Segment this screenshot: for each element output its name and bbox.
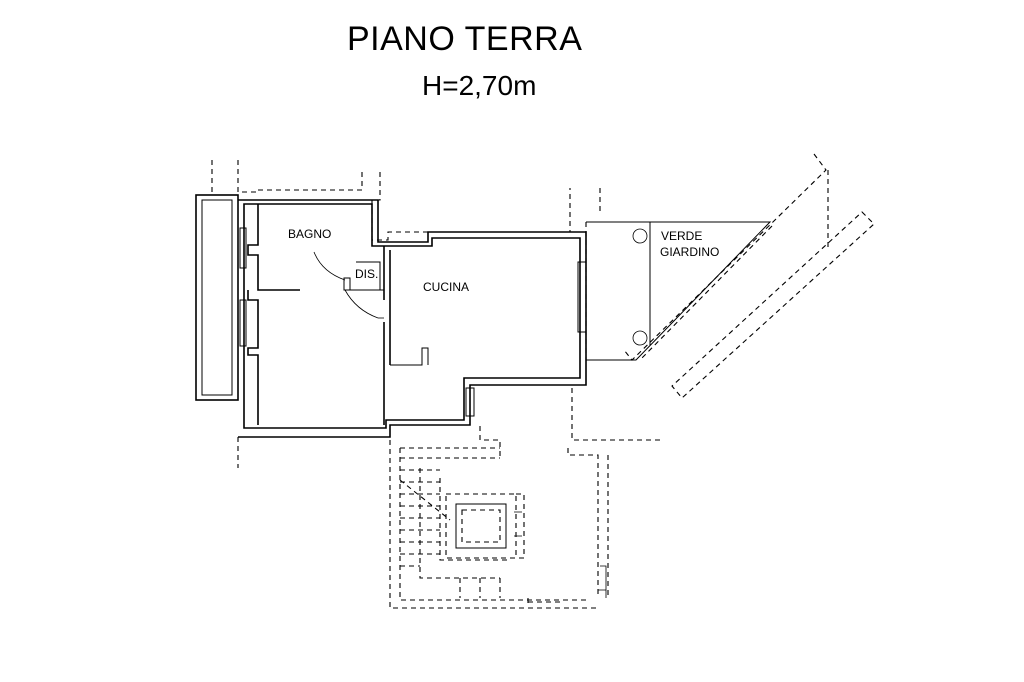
diagonal-boundary — [623, 153, 875, 399]
plan-title: PIANO TERRA — [347, 20, 583, 58]
windows — [239, 227, 587, 417]
door-swings — [313, 251, 384, 319]
staircase — [389, 440, 607, 609]
interior-walls — [247, 204, 429, 425]
ceiling-height-label: H=2,70m — [422, 70, 537, 101]
room-label-bagno: BAGNO — [288, 227, 331, 241]
left-balcony — [195, 194, 239, 401]
room-label-dis: DIS. — [355, 267, 378, 281]
room-label-cucina: CUCINA — [423, 280, 469, 294]
room-label-verde: VERDE — [661, 229, 702, 243]
room-label-giardino: GIARDINO — [660, 245, 719, 259]
lower-dashed-outline — [237, 388, 660, 598]
